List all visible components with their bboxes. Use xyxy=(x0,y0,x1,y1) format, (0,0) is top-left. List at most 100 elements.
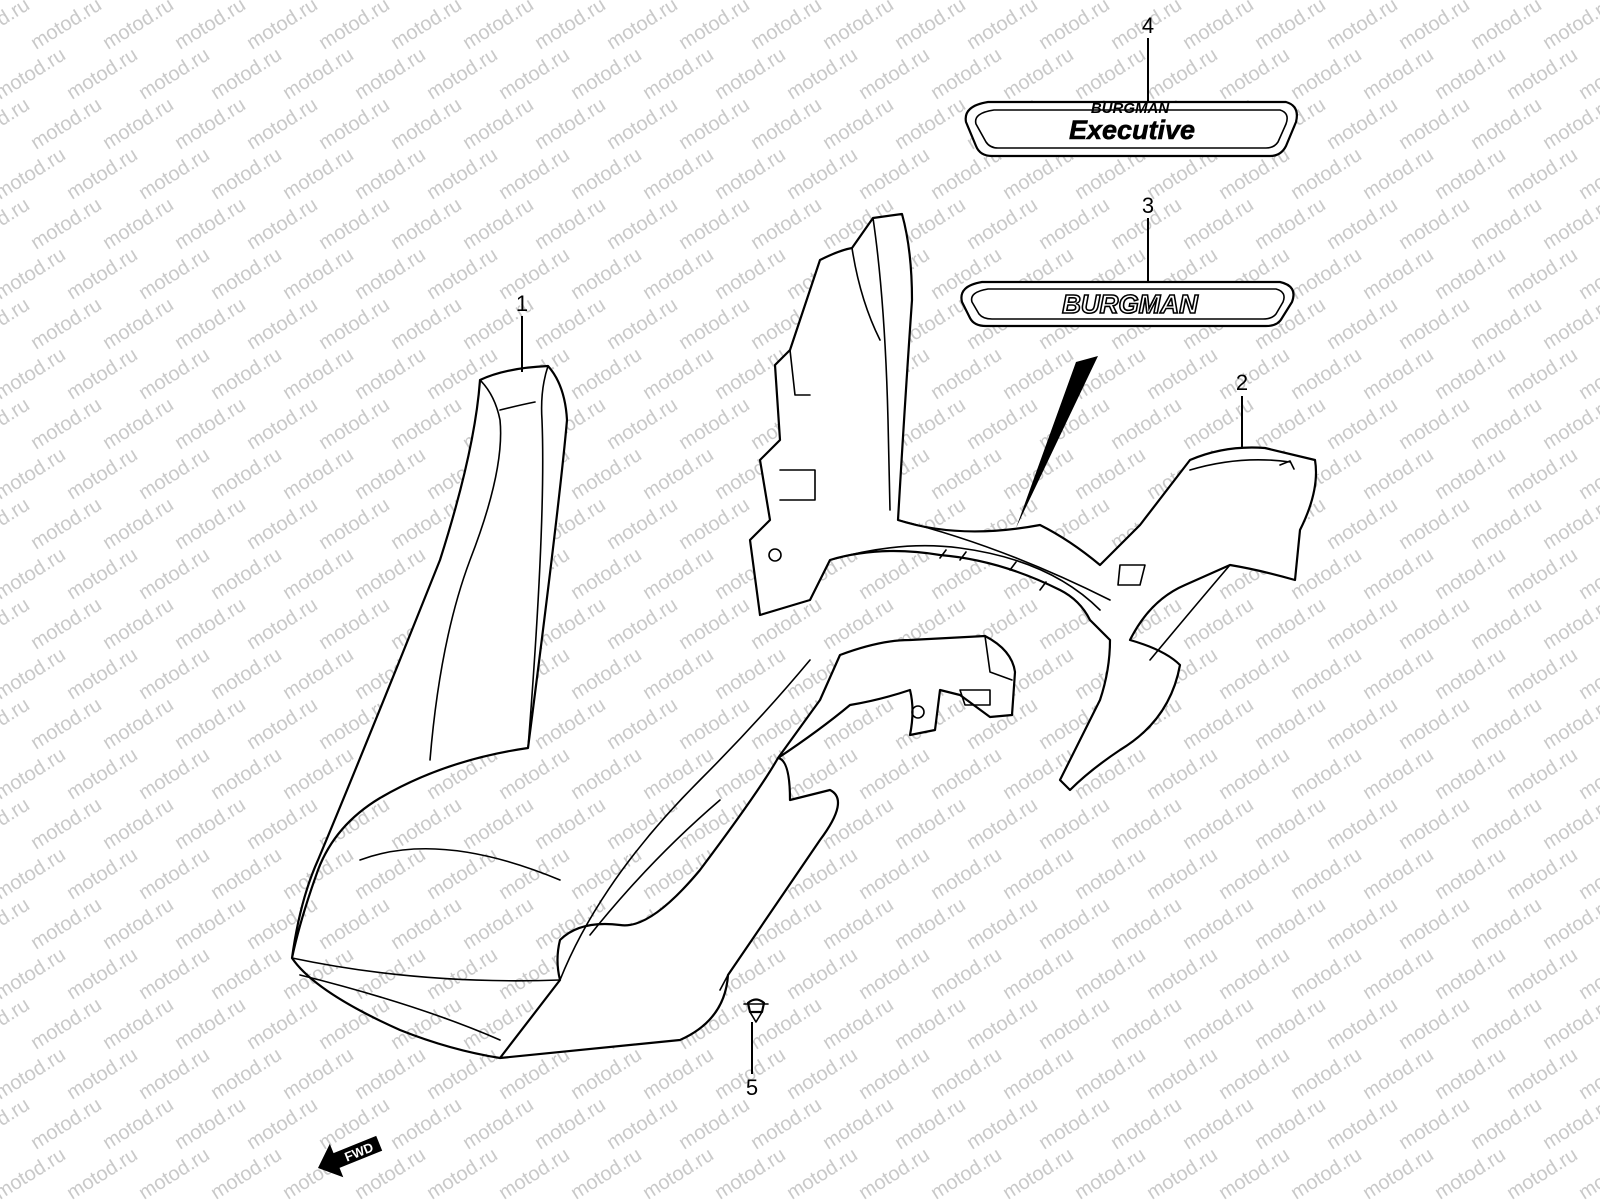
watermark-text: motod.ru xyxy=(243,594,322,654)
watermark-text: motod.ru xyxy=(63,944,142,1004)
watermark-text: motod.ru xyxy=(1395,994,1474,1054)
part-5-clip[interactable] xyxy=(743,998,769,1023)
watermark-text: motod.ru xyxy=(1503,644,1582,704)
watermark-text: motod.ru xyxy=(1431,244,1510,304)
watermark-text: motod.ru xyxy=(1251,194,1330,254)
watermark-text: motod.ru xyxy=(1287,0,1366,4)
watermark-text: motod.ru xyxy=(1215,644,1294,704)
watermark-text: motod.ru xyxy=(711,144,790,204)
watermark-text: motod.ru xyxy=(999,944,1078,1004)
watermark-text: motod.ru xyxy=(1359,444,1438,504)
watermark-text: motod.ru xyxy=(531,94,610,154)
watermark-text: motod.ru xyxy=(63,1044,142,1104)
watermark-text: motod.ru xyxy=(1395,194,1474,254)
watermark-text: motod.ru xyxy=(927,844,1006,904)
watermark-text: motod.ru xyxy=(135,744,214,804)
watermark-text: motod.ru xyxy=(1575,1044,1600,1104)
watermark-text: motod.ru xyxy=(1467,894,1546,954)
watermark-text: motod.ru xyxy=(459,894,538,954)
watermark-text: motod.ru xyxy=(99,494,178,554)
watermark-text: motod.ru xyxy=(567,344,646,404)
watermark-text: motod.ru xyxy=(675,394,754,454)
watermark-text: motod.ru xyxy=(999,0,1078,4)
watermark-text: motod.ru xyxy=(171,0,250,54)
watermark-text: motod.ru xyxy=(1143,844,1222,904)
watermark-text: motod.ru xyxy=(1251,394,1330,454)
watermark-text: motod.ru xyxy=(1179,194,1258,254)
watermark-text: motod.ru xyxy=(0,894,34,954)
watermark-text: motod.ru xyxy=(0,1094,34,1154)
watermark-text: motod.ru xyxy=(1323,1094,1402,1154)
watermark-text: motod.ru xyxy=(999,1044,1078,1104)
watermark-text: motod.ru xyxy=(1323,394,1402,454)
watermark-text: motod.ru xyxy=(495,44,574,104)
watermark-text: motod.ru xyxy=(1251,0,1330,54)
watermark-text: motod.ru xyxy=(675,594,754,654)
watermark-text: motod.ru xyxy=(63,644,142,704)
watermark-text: motod.ru xyxy=(243,494,322,554)
watermark-text: motod.ru xyxy=(495,144,574,204)
watermark-text: motod.ru xyxy=(891,1094,970,1154)
watermark-text: motod.ru xyxy=(171,494,250,554)
watermark-text: motod.ru xyxy=(99,1094,178,1154)
watermark-text: motod.ru xyxy=(531,294,610,354)
watermark-text: motod.ru xyxy=(243,94,322,154)
watermark-text: motod.ru xyxy=(1323,194,1402,254)
watermark-text: motod.ru xyxy=(423,144,502,204)
watermark-text: motod.ru xyxy=(315,994,394,1054)
watermark-text: motod.ru xyxy=(1467,0,1546,54)
watermark-text: motod.ru xyxy=(279,0,358,4)
part-2-inner-cover[interactable] xyxy=(748,212,1318,792)
watermark-text: motod.ru xyxy=(279,344,358,404)
watermark-text: motod.ru xyxy=(1575,544,1600,604)
watermark-text: motod.ru xyxy=(1467,394,1546,454)
watermark-text: motod.ru xyxy=(1395,0,1474,54)
watermark-text: motod.ru xyxy=(279,244,358,304)
watermark-text: motod.ru xyxy=(567,244,646,304)
watermark-text: motod.ru xyxy=(243,694,322,754)
watermark-text: motod.ru xyxy=(279,544,358,604)
watermark-text: motod.ru xyxy=(495,244,574,304)
part-4-executive-emblem[interactable]: BURGMAN Executive xyxy=(964,100,1298,158)
watermark-text: motod.ru xyxy=(927,744,1006,804)
watermark-text: motod.ru xyxy=(1323,894,1402,954)
part-3-burgman-emblem[interactable]: BURGMAN xyxy=(960,280,1295,328)
watermark-text: motod.ru xyxy=(1503,244,1582,304)
watermark-text: motod.ru xyxy=(0,1144,70,1200)
watermark-text: motod.ru xyxy=(567,1144,646,1200)
watermark-text: motod.ru xyxy=(1287,1044,1366,1104)
watermark-text: motod.ru xyxy=(1179,994,1258,1054)
watermark-text: motod.ru xyxy=(387,894,466,954)
watermark-text: motod.ru xyxy=(459,194,538,254)
watermark-text: motod.ru xyxy=(1215,944,1294,1004)
watermark-text: motod.ru xyxy=(279,944,358,1004)
watermark-text: motod.ru xyxy=(1467,494,1546,554)
part-1-front-cover[interactable] xyxy=(290,364,1017,1060)
watermark-text: motod.ru xyxy=(0,994,34,1054)
watermark-text: motod.ru xyxy=(495,1144,574,1200)
watermark-text: motod.ru xyxy=(1503,944,1582,1004)
watermark-text: motod.ru xyxy=(963,0,1042,54)
watermark-text: motod.ru xyxy=(135,944,214,1004)
watermark-text: motod.ru xyxy=(0,444,70,504)
watermark-text: motod.ru xyxy=(1287,644,1366,704)
watermark-text: motod.ru xyxy=(0,1044,70,1104)
watermark-text: motod.ru xyxy=(423,1044,502,1104)
watermark-text: motod.ru xyxy=(675,94,754,154)
watermark-text: motod.ru xyxy=(639,544,718,604)
watermark-text: motod.ru xyxy=(1215,1044,1294,1104)
watermark-text: motod.ru xyxy=(1431,1044,1510,1104)
watermark-text: motod.ru xyxy=(1359,744,1438,804)
watermark-text: motod.ru xyxy=(1071,1044,1150,1104)
watermark-text: motod.ru xyxy=(1503,844,1582,904)
watermark-text: motod.ru xyxy=(1035,994,1114,1054)
watermark-text: motod.ru xyxy=(135,1044,214,1104)
watermark-text: motod.ru xyxy=(207,744,286,804)
watermark-text: motod.ru xyxy=(1467,94,1546,154)
executive-emblem-line2: Executive xyxy=(1069,115,1195,145)
watermark-text: motod.ru xyxy=(63,444,142,504)
watermark-text: motod.ru xyxy=(1179,594,1258,654)
watermark-text: motod.ru xyxy=(1359,244,1438,304)
watermark-text: motod.ru xyxy=(27,894,106,954)
